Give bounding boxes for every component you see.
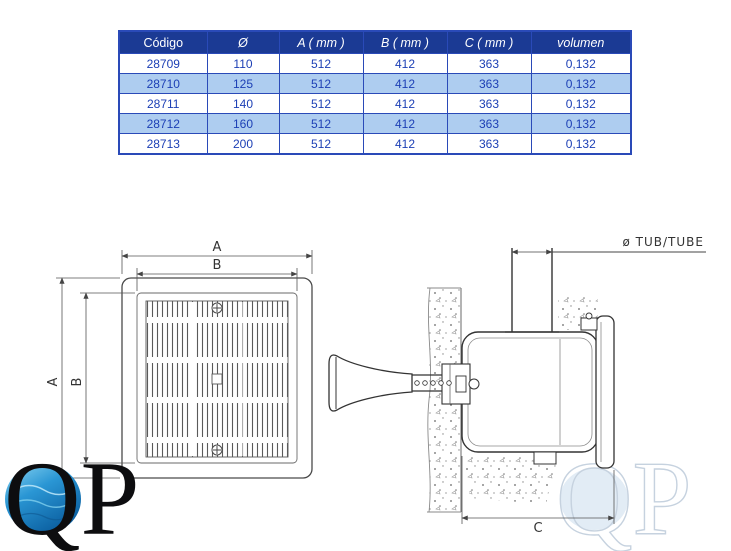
tube-label: ø TUB/TUBE: [623, 235, 704, 249]
water-wave: [13, 484, 75, 496]
dim-label-a-top: A: [213, 240, 222, 255]
water-wave: [10, 499, 72, 508]
wall-edge-left: [427, 287, 431, 513]
front-dimension-lines: [56, 250, 313, 479]
table-row: 28712 160 512 412 363 0,132: [118, 113, 632, 134]
inlet-tube: [505, 248, 559, 333]
flange: [595, 315, 615, 469]
cell-c: 363: [446, 133, 532, 155]
col-header-diameter: Ø: [206, 30, 280, 54]
logo-text: QP: [4, 440, 140, 551]
col-header-codigo: Código: [118, 30, 208, 54]
table-row: 28711 140 512 412 363 0,132: [118, 93, 632, 114]
logo-water: [5, 464, 81, 534]
watermark: QP: [555, 439, 692, 551]
cell-volumen: 0,132: [530, 93, 632, 114]
front-view: A B A B: [46, 240, 313, 479]
screw-bottom-icon: [211, 444, 223, 456]
cell-codigo: 28710: [118, 73, 208, 94]
table-row: 28709 110 512 412 363 0,132: [118, 53, 632, 74]
cell-diameter: 200: [206, 133, 280, 155]
cell-volumen: 0,132: [530, 113, 632, 134]
cell-codigo: 28712: [118, 113, 208, 134]
shaft-holes: [414, 380, 452, 386]
niche-body: [461, 331, 599, 453]
col-header-c: C ( mm ): [446, 30, 532, 54]
clamp-bolt: [585, 312, 593, 320]
fitting-core: [455, 375, 467, 393]
dim-label-b-top: B: [213, 258, 222, 273]
dim-label-b-left: B: [70, 378, 85, 387]
section-view: ø TUB/TUBE: [328, 235, 706, 536]
cell-c: 363: [446, 113, 532, 134]
tube-dimension: ø TUB/TUBE: [511, 235, 706, 255]
logo: QP: [4, 440, 140, 551]
cell-codigo: 28713: [118, 133, 208, 155]
water-wave: [16, 512, 70, 521]
fitting-knob: [468, 378, 480, 390]
c-dimension-lines: [461, 456, 615, 524]
cell-b: 412: [362, 93, 448, 114]
concrete-patch-bottom: [464, 456, 558, 504]
grille-inner-frame: [136, 292, 298, 464]
screw-top-icon: [211, 302, 223, 314]
cell-a: 512: [278, 53, 364, 74]
dim-label-a-left: A: [46, 377, 61, 386]
cell-a: 512: [278, 133, 364, 155]
grille-center-plug: [211, 373, 223, 385]
cell-codigo: 28709: [118, 53, 208, 74]
cell-b: 412: [362, 113, 448, 134]
spec-table: Código Ø A ( mm ) B ( mm ) C ( mm ) volu…: [118, 30, 632, 155]
table-row: 28713 200 512 412 363 0,132: [118, 133, 632, 155]
table-header-row: Código Ø A ( mm ) B ( mm ) C ( mm ) volu…: [118, 30, 632, 54]
cell-a: 512: [278, 113, 364, 134]
watermark-text: QP: [556, 440, 692, 551]
cell-volumen: 0,132: [530, 133, 632, 155]
watermark-circle: [560, 468, 628, 530]
nozzle: [328, 354, 413, 412]
dim-label-c: C: [533, 521, 542, 536]
col-header-volumen: volumen: [530, 30, 632, 54]
body-foot: [533, 451, 557, 465]
cell-codigo: 28711: [118, 93, 208, 114]
clamp: [580, 317, 598, 331]
cell-b: 412: [362, 53, 448, 74]
cell-c: 363: [446, 73, 532, 94]
